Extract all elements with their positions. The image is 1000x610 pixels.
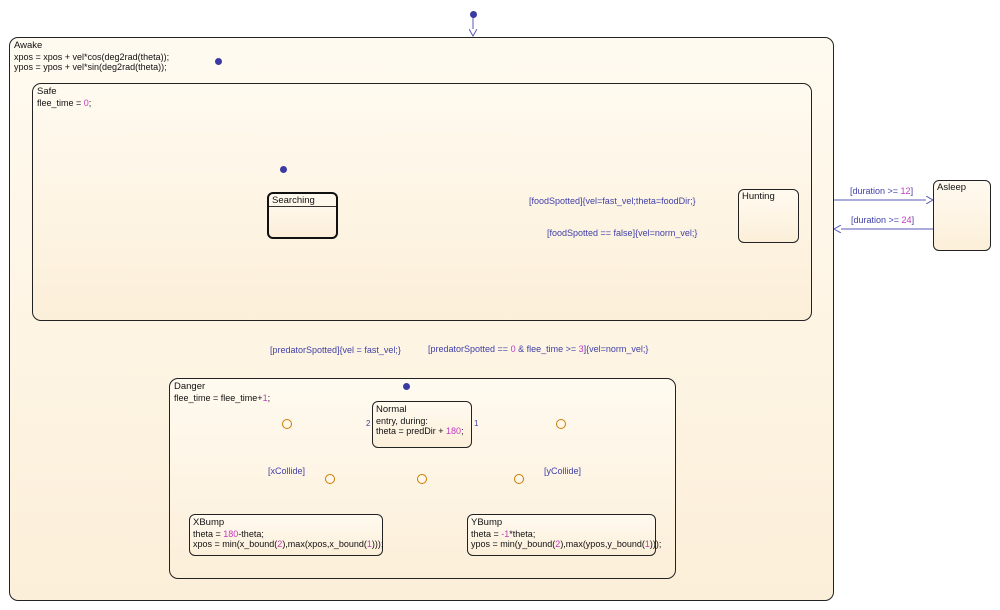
state-action: theta = (193, 528, 224, 539)
state-safe[interactable]: Safe flee_time = 0; (32, 83, 812, 321)
label-number: 24 (901, 215, 912, 225)
state-action: flee_time = (37, 97, 84, 108)
label-number: 3 (578, 344, 584, 354)
state-action: ; (88, 97, 92, 108)
state-action: theta = (471, 528, 502, 539)
default-transition-dot (215, 58, 222, 65)
label-safe-to-danger[interactable]: [predatorSpotted]{vel = fast_vel;} (270, 345, 401, 355)
priority-number-right: 1 (474, 419, 479, 428)
default-transition-dot (470, 11, 477, 18)
state-action-number: 1 (366, 539, 372, 549)
state-action: -theta; (238, 528, 264, 539)
junction-left[interactable] (282, 419, 292, 429)
state-name: Safe (37, 86, 57, 97)
state-name: Asleep (937, 182, 967, 193)
state-action: ),max(ypos,y_bound( (560, 539, 645, 549)
state-action-number: -1 (501, 528, 510, 539)
label-text: ]{vel=norm_vel;} (583, 344, 649, 354)
junction-right[interactable] (556, 419, 566, 429)
state-searching[interactable]: Searching (267, 192, 338, 239)
state-name: YBump (471, 517, 503, 528)
state-action: ; (461, 426, 464, 436)
label-to-awake[interactable]: [duration >= 24] (851, 215, 914, 225)
state-action-number: 1 (262, 392, 268, 403)
state-action: flee_time = flee_time+ (174, 392, 263, 403)
label-number: 12 (900, 186, 911, 196)
label-number: 0 (510, 344, 516, 354)
label-text: ] (911, 215, 915, 225)
state-name: XBump (193, 517, 225, 528)
junction-xbump[interactable] (325, 474, 335, 484)
state-action: theta = predDir + (376, 426, 447, 436)
state-name: Searching (272, 195, 315, 206)
state-action: xpos = xpos + vel*cos(deg2rad(theta)); (14, 51, 170, 62)
label-ycollide[interactable]: [yCollide] (544, 466, 582, 476)
label-to-asleep[interactable]: [duration >= 12] (850, 186, 913, 196)
state-action: ))); (371, 539, 384, 549)
state-ybump[interactable]: YBump theta = -1*theta; ypos = min(y_bou… (467, 514, 661, 556)
label-danger-to-safe[interactable]: [predatorSpotted == 0 & flee_time >= 3]{… (428, 344, 648, 354)
label-text: ] (910, 186, 914, 196)
state-action: ypos = ypos + vel*sin(deg2rad(theta)); (14, 62, 167, 72)
state-name: Awake (14, 40, 43, 51)
label-xcollide[interactable]: [xCollide] (268, 466, 306, 476)
label-text: [predatorSpotted == (428, 344, 511, 354)
state-action-number: 2 (277, 539, 283, 549)
state-name-separator (269, 206, 336, 207)
default-transition-dot (403, 383, 410, 390)
junction-center[interactable] (417, 474, 427, 484)
state-action-number: 180 (223, 528, 239, 539)
state-action: ; (267, 392, 271, 403)
state-action-number: 2 (555, 539, 561, 549)
state-name: Normal (376, 404, 407, 415)
label-search-to-hunt[interactable]: [foodSpotted]{vel=fast_vel;theta=foodDir… (529, 196, 696, 206)
state-action-number: 180 (446, 426, 462, 436)
state-action: ),max(xpos,x_bound( (282, 539, 367, 549)
state-hunting[interactable]: Hunting (738, 189, 799, 243)
label-text: [duration >= (851, 215, 902, 225)
label-text: & flee_time >= (515, 344, 579, 354)
label-hunt-to-search[interactable]: [foodSpotted == false]{vel=norm_vel;} (547, 228, 698, 238)
state-action: xpos = min(x_bound( (193, 539, 278, 549)
junction-ybump[interactable] (514, 474, 524, 484)
state-name: Danger (174, 381, 206, 392)
state-name: Hunting (742, 191, 775, 202)
state-action: *theta; (509, 528, 536, 539)
default-transition-dot (280, 166, 287, 173)
label-text: [duration >= (850, 186, 901, 196)
state-action-number: 1 (644, 539, 650, 549)
state-action-number: 0 (83, 97, 89, 108)
state-xbump[interactable]: XBump theta = 180-theta; xpos = min(x_bo… (189, 514, 383, 556)
state-asleep[interactable]: Asleep (933, 180, 991, 251)
priority-number-left: 2 (366, 419, 371, 428)
state-action: ))); (649, 539, 662, 549)
state-action: ypos = min(y_bound( (471, 539, 556, 549)
state-action: entry, during: (376, 415, 428, 426)
state-normal[interactable]: Normal entry, during: theta = predDir + … (372, 401, 472, 448)
